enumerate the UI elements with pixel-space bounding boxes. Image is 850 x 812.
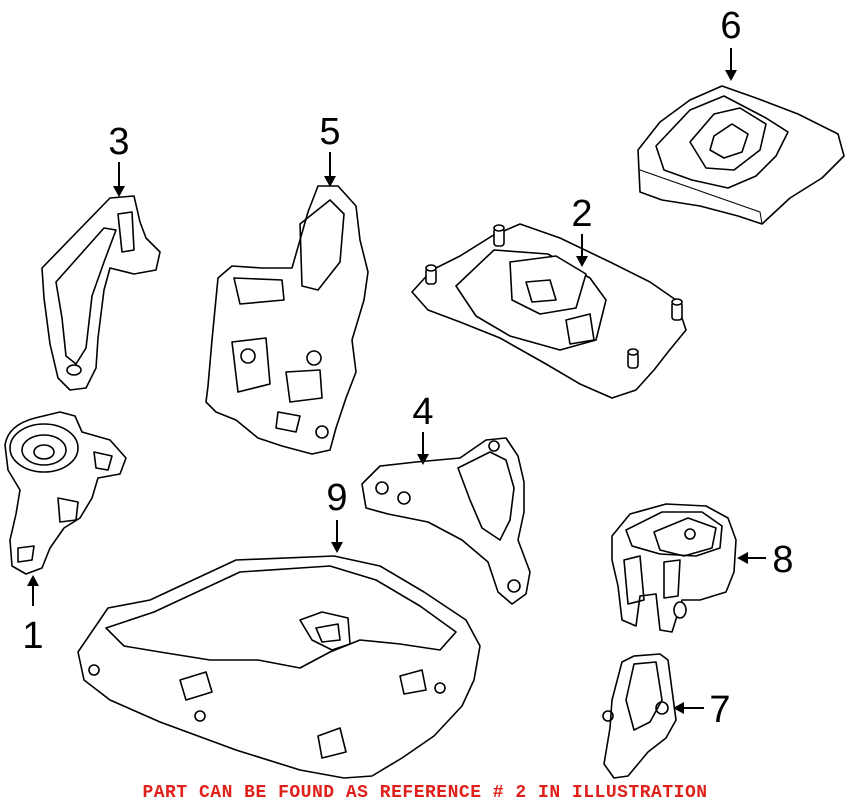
callout-2: 2 (571, 193, 593, 267)
callout-9: 9 (326, 477, 348, 553)
callout-6: 6 (720, 5, 742, 81)
callout-3: 3 (108, 121, 130, 197)
part-1-engine-mount (4, 411, 127, 575)
callout-7-label: 7 (709, 689, 730, 731)
callout-1-label: 1 (22, 615, 43, 657)
callout-4-label: 4 (412, 391, 433, 433)
callout-5: 5 (319, 111, 341, 187)
callout-8-label: 8 (772, 539, 793, 581)
part-9-skid-plate (77, 555, 481, 779)
callout-3-label: 3 (108, 121, 129, 163)
callout-1: 1 (22, 575, 44, 657)
callout-7: 7 (673, 689, 731, 731)
callout-6-label: 6 (720, 5, 741, 47)
part-7-small-bracket (602, 653, 677, 779)
part-3-bracket (41, 195, 161, 391)
callout-5-label: 5 (319, 111, 340, 153)
callout-2-label: 2 (571, 193, 592, 235)
callout-9-label: 9 (326, 477, 347, 519)
reference-note: PART CAN BE FOUND AS REFERENCE # 2 IN IL… (142, 783, 708, 803)
part-5-mount-bracket (205, 185, 369, 455)
callout-8: 8 (737, 539, 794, 581)
callout-4: 4 (412, 391, 434, 465)
part-8-rear-mount (611, 503, 737, 633)
part-6-mount-cover (637, 85, 845, 225)
part-4-bracket-plate (361, 437, 531, 605)
part-2-transmission-mount (411, 223, 687, 399)
